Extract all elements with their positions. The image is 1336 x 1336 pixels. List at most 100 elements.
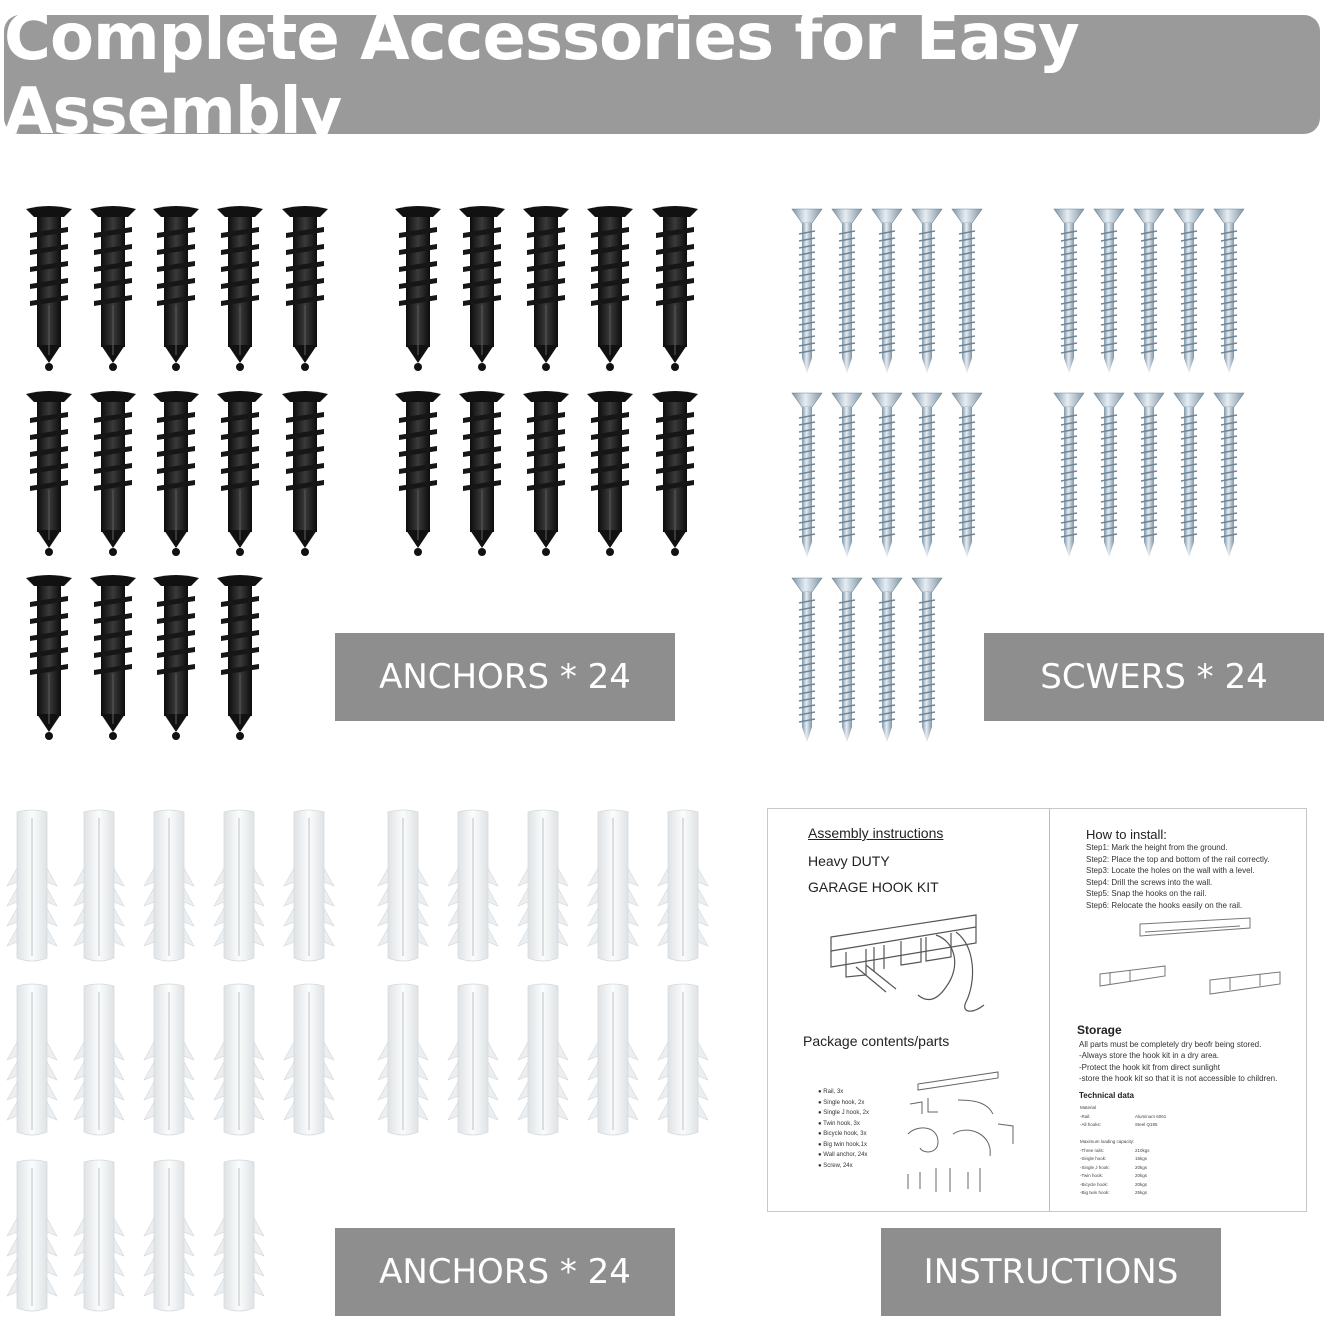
- white-plastic-anchor-icon: [516, 982, 570, 1145]
- tech-row-label: -Single J hook:: [1080, 1164, 1110, 1170]
- sheet-left-page: Assembly instructions Heavy DUTY GARAGE …: [768, 809, 1049, 1211]
- tech-row: [1080, 1131, 1166, 1140]
- black-drywall-anchor-icon: [521, 205, 571, 380]
- sheet-title: Assembly instructions: [808, 825, 944, 841]
- label-screws: SCWERS * 24: [984, 633, 1324, 721]
- tech-row: -Single J hook: 20kgs: [1080, 1165, 1166, 1174]
- tech-row-value: 25kgs: [1135, 1190, 1148, 1195]
- storage-note: -Protect the hook kit from direct sunlig…: [1079, 1062, 1220, 1072]
- page-title: Complete Accessories for Easy Assembly: [4, 0, 1080, 149]
- technical-data-table: Material -Rail: Aluminum 6061 -All hooks: St…: [1080, 1105, 1166, 1199]
- sheet-subtitle-1: Heavy DUTY: [808, 853, 890, 869]
- screw-icon: [870, 207, 904, 382]
- storage-heading: Storage: [1077, 1023, 1122, 1037]
- white-plastic-anchor-icon: [72, 808, 126, 971]
- technical-data-heading: Technical data: [1079, 1091, 1134, 1100]
- screw-icon: [830, 391, 864, 566]
- tech-row-label: -Rail:: [1080, 1113, 1091, 1119]
- white-plastic-anchor-icon: [212, 1158, 266, 1321]
- package-heading: Package contents/parts: [803, 1033, 950, 1049]
- storage-notes: All parts must be completely dry beofr b…: [1079, 1039, 1277, 1085]
- screw-icon: [830, 207, 864, 382]
- white-plastic-anchor-icon: [5, 1158, 59, 1321]
- black-drywall-anchor-icon: [151, 390, 201, 565]
- screw-icon: [1212, 391, 1246, 566]
- part-item: ● Twin hook, 3x: [818, 1120, 860, 1127]
- part-item: ● Screw, 24x: [818, 1162, 853, 1169]
- tech-row-label: -Big twin hook:: [1080, 1190, 1110, 1195]
- tech-row-value: 20kgs: [1135, 1164, 1148, 1170]
- white-plastic-anchor-icon: [586, 808, 640, 971]
- storage-note: -store the hook kit so that it is not ac…: [1079, 1074, 1278, 1084]
- sheet-right-page: How to install: Step1: Mark the height f…: [1050, 809, 1306, 1211]
- tech-row-value: Aluminum 6061: [1135, 1113, 1167, 1119]
- how-to-install-heading: How to install:: [1086, 827, 1167, 842]
- tech-row-label: -All hooks:: [1080, 1122, 1102, 1127]
- part-item: ● Big twin hook,1x: [818, 1141, 867, 1148]
- white-plastic-anchor-icon: [5, 808, 59, 971]
- white-plastic-anchor-icon: [5, 982, 59, 1145]
- white-plastic-anchor-icon: [446, 982, 500, 1145]
- white-plastic-anchor-icon: [656, 808, 710, 971]
- tech-row-label: -Three rails:: [1080, 1147, 1105, 1153]
- tech-row: -Big twin hook: 25kgs: [1080, 1190, 1166, 1199]
- install-step: Step5: Snap the hooks on the rail.: [1086, 889, 1207, 899]
- screw-icon: [790, 207, 824, 382]
- white-plastic-anchor-icon: [446, 808, 500, 971]
- white-plastic-anchor-icon: [376, 808, 430, 971]
- white-plastic-anchor-icon: [212, 808, 266, 971]
- black-drywall-anchor-icon: [521, 390, 571, 565]
- tech-row: -All hooks: Steel Q195: [1080, 1122, 1166, 1131]
- tech-row-value: 20kgs: [1135, 1173, 1148, 1178]
- screw-icon: [830, 576, 864, 751]
- screw-icon: [790, 391, 824, 566]
- black-drywall-anchor-icon: [24, 574, 74, 749]
- screw-icon: [1092, 391, 1126, 566]
- screw-icon: [1132, 391, 1166, 566]
- black-drywall-anchor-icon: [585, 390, 635, 565]
- tech-row-value: 210kgs: [1135, 1147, 1150, 1153]
- hook-rail-drawing-icon: [830, 914, 985, 1012]
- black-drywall-anchor-icon: [215, 205, 265, 380]
- black-drywall-anchor-icon: [88, 205, 138, 380]
- black-drywall-anchor-icon: [24, 205, 74, 380]
- label-white-anchors: ANCHORS * 24: [335, 1228, 675, 1316]
- screw-icon: [950, 207, 984, 382]
- white-plastic-anchor-icon: [142, 982, 196, 1145]
- white-plastic-anchor-icon: [142, 808, 196, 971]
- title-banner: Complete Accessories for Easy Assembly: [4, 1, 1320, 149]
- rail-steps-drawing-icon: [1099, 917, 1281, 995]
- sheet-subtitle-2: GARAGE HOOK KIT: [808, 879, 939, 895]
- black-drywall-anchor-icon: [88, 390, 138, 565]
- tech-row: Material: [1080, 1105, 1166, 1114]
- black-drywall-anchor-icon: [88, 574, 138, 749]
- black-drywall-anchor-icon: [151, 205, 201, 380]
- tech-row-value: Steel Q195: [1135, 1122, 1158, 1127]
- screw-icon: [910, 576, 944, 751]
- black-drywall-anchor-icon: [393, 390, 443, 565]
- steps-list: Step1: Mark the height from the ground. S…: [1086, 842, 1270, 912]
- label-instructions: INSTRUCTIONS: [881, 1228, 1221, 1316]
- screw-icon: [870, 391, 904, 566]
- black-drywall-anchor-icon: [650, 390, 700, 565]
- tech-row-label: Material: [1080, 1105, 1097, 1110]
- install-step: Step1: Mark the height from the ground.: [1086, 843, 1228, 852]
- screw-icon: [1052, 207, 1086, 382]
- screw-icon: [1132, 207, 1166, 382]
- white-plastic-anchor-icon: [376, 982, 430, 1145]
- part-item: ● Rail, 3x: [818, 1089, 844, 1095]
- install-step: Step4: Drill the screws into the wall.: [1086, 877, 1213, 887]
- white-anchors-group: [5, 808, 710, 1321]
- tech-row-label: -Twin hook:: [1080, 1173, 1104, 1178]
- screw-icon: [870, 576, 904, 751]
- instruction-sheet: Assembly instructions Heavy DUTY GARAGE …: [767, 808, 1307, 1212]
- tech-row-value: 15kgs: [1135, 1156, 1148, 1161]
- screw-icon: [790, 576, 824, 751]
- tech-row: -Twin hook: 20kgs: [1080, 1173, 1166, 1182]
- tech-row: -Three rails: 210kgs: [1080, 1148, 1166, 1157]
- white-plastic-anchor-icon: [212, 982, 266, 1145]
- install-step: Step2: Place the top and bottom of the r…: [1086, 854, 1270, 864]
- part-item: ● Single J hook, 2x: [818, 1110, 869, 1116]
- black-drywall-anchor-icon: [650, 205, 700, 380]
- black-drywall-anchor-icon: [151, 574, 201, 749]
